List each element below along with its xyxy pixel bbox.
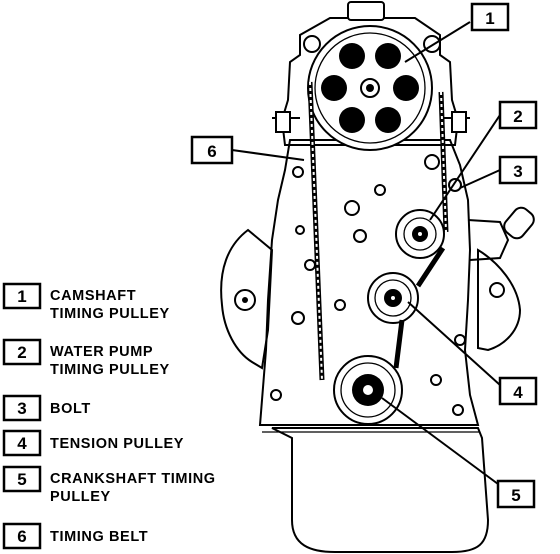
oil-pan (271, 427, 490, 553)
left-boss-center (242, 297, 248, 303)
svg-text:TIMING PULLEY: TIMING PULLEY (50, 362, 170, 378)
svg-text:WATER PUMP: WATER PUMP (50, 344, 153, 360)
legend-item-5: 5 CRANKSHAFT TIMING PULLEY (2, 465, 216, 505)
svg-text:BOLT: BOLT (50, 401, 91, 417)
legend-item-4: 4 TENSION PULLEY (2, 429, 184, 457)
engine-block (258, 139, 480, 426)
leader-lines (231, 21, 501, 485)
svg-text:4: 4 (17, 434, 27, 453)
svg-text:2: 2 (17, 343, 26, 362)
svg-text:5: 5 (17, 470, 26, 489)
top-fitting (347, 1, 385, 21)
callout-5: 5 (496, 479, 536, 509)
svg-text:1: 1 (17, 287, 26, 306)
crankshaft-pulley-graphic (333, 355, 403, 425)
callout-3: 3 (498, 155, 538, 185)
svg-text:TIMING PULLEY: TIMING PULLEY (50, 306, 170, 322)
right-boss (489, 282, 505, 298)
svg-text:TIMING BELT: TIMING BELT (50, 529, 148, 545)
tension-pulley-graphic (367, 272, 419, 324)
legend-item-1: 1 CAMSHAFT TIMING PULLEY (2, 282, 170, 322)
svg-text:PULLEY: PULLEY (50, 489, 111, 505)
water-pump-housing (467, 219, 510, 261)
timing-belt-graphic (307, 81, 449, 381)
head-mount-left (275, 111, 291, 133)
callout-6: 6 (190, 135, 234, 165)
svg-text:6: 6 (17, 527, 26, 546)
coolant-outlet (503, 206, 535, 240)
svg-text:CRANKSHAFT TIMING: CRANKSHAFT TIMING (50, 471, 216, 487)
callout-6-label: 6 (207, 142, 216, 161)
engine-illustration (220, 1, 535, 553)
svg-text:TENSION PULLEY: TENSION PULLEY (50, 436, 184, 452)
callout-2-label: 2 (513, 107, 522, 126)
left-housing (220, 228, 274, 370)
callout-5-label: 5 (511, 486, 520, 505)
legend: 1 CAMSHAFT TIMING PULLEY 2 WATER PUMP TI… (2, 282, 216, 550)
callout-1: 1 (470, 2, 510, 32)
block-bolts (270, 154, 466, 416)
callout-3-label: 3 (513, 162, 522, 181)
svg-text:CAMSHAFT: CAMSHAFT (50, 288, 136, 304)
legend-item-3: 3 BOLT (2, 394, 91, 422)
callout-4-label: 4 (513, 383, 523, 402)
head-mount-right (451, 111, 467, 133)
legend-item-6: 6 TIMING BELT (2, 522, 148, 550)
callout-1-label: 1 (485, 9, 494, 28)
water-pump-pulley-graphic (395, 209, 445, 259)
callout-2: 2 (498, 100, 538, 130)
legend-item-2: 2 WATER PUMP TIMING PULLEY (2, 338, 170, 378)
top-fitting-left (303, 35, 321, 53)
callout-4: 4 (498, 376, 538, 406)
camshaft-pulley-graphic (307, 25, 433, 151)
svg-text:3: 3 (17, 399, 26, 418)
right-housing (477, 248, 522, 352)
